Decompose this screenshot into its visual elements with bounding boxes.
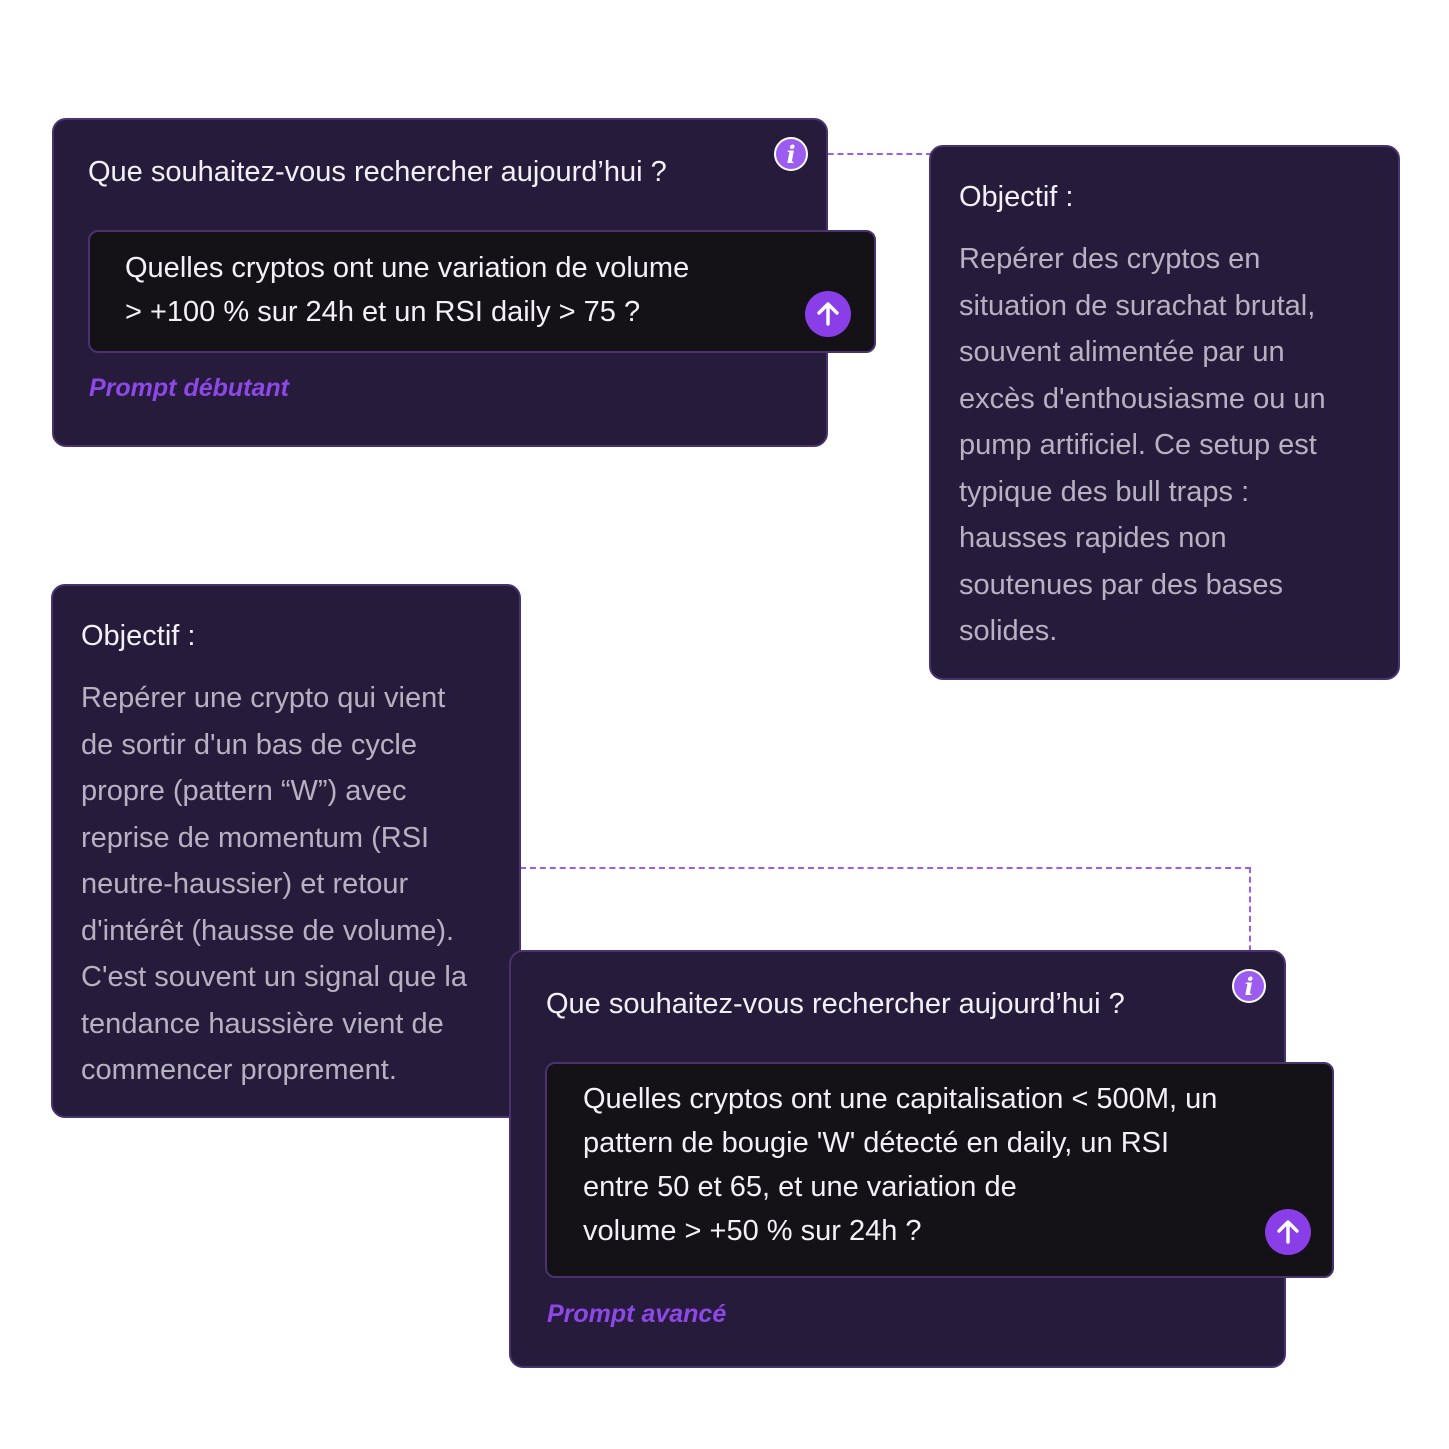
advanced-level-tag: Prompt avancé [547, 1300, 727, 1328]
advanced-objective-text: Repérer une crypto qui vient de sortir d… [81, 682, 468, 1086]
beginner-prompt-input[interactable] [88, 230, 876, 353]
beginner-question-title: Que souhaitez-vous rechercher aujourd’hu… [88, 156, 667, 188]
beginner-objective-text: Repérer des cryptos en situation de sura… [959, 243, 1326, 647]
advanced-objective-card [51, 584, 521, 1118]
beginner-objective-card [929, 145, 1400, 680]
beginner-objective-title: Objectif : [959, 181, 1074, 213]
beginner-prompt-text[interactable]: Quelles cryptos ont une variation de vol… [125, 252, 690, 328]
connector-line-advanced-vertical [1249, 867, 1251, 971]
beginner-info-icon[interactable]: i [774, 137, 808, 171]
beginner-level-tag: Prompt débutant [89, 374, 289, 402]
arrow-up-icon [1277, 1220, 1299, 1244]
connector-line-advanced-horizontal [520, 867, 1251, 869]
advanced-prompt-input[interactable] [545, 1062, 1334, 1278]
advanced-info-icon[interactable]: i [1232, 969, 1266, 1003]
beginner-send-button[interactable] [805, 291, 851, 337]
connector-line-beginner [808, 153, 932, 155]
advanced-prompt-text[interactable]: Quelles cryptos ont une capitalisation <… [583, 1083, 1218, 1247]
advanced-send-button[interactable] [1265, 1209, 1311, 1255]
advanced-question-title: Que souhaitez-vous rechercher aujourd’hu… [546, 988, 1125, 1020]
advanced-objective-title: Objectif : [81, 620, 196, 652]
arrow-up-icon [817, 302, 839, 326]
